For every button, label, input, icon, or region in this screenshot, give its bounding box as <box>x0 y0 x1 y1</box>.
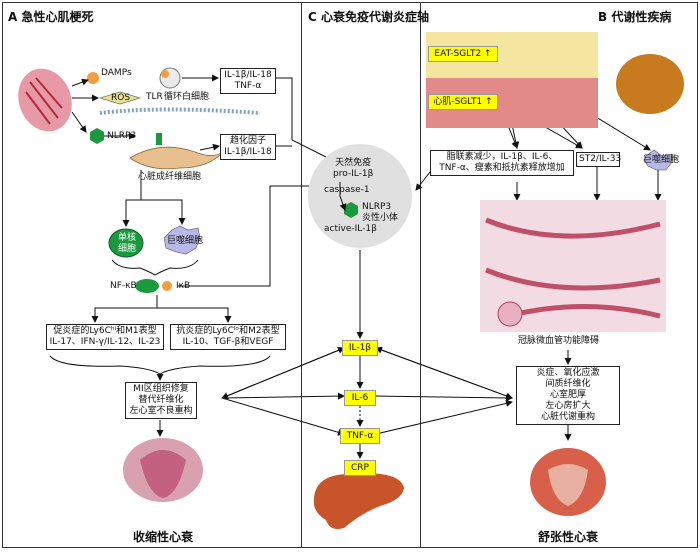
adipokine-box: 脂联素减少，IL-1β、IL-6、 TNF-α、瘦素和抵抗素释放增加 <box>430 150 574 176</box>
anti-inflammatory-box: 抗炎症的Ly6Cˡᵒ和M2表型 IL-10、TGF-β和VEGF <box>170 324 286 350</box>
microvascular-label: 冠脉微血管功能障碍 <box>518 336 600 346</box>
panel-c <box>302 2 420 548</box>
il6-box: IL-6 <box>344 390 376 406</box>
il1b-box: IL-1β <box>342 340 378 356</box>
caspase-label: caspase-1 <box>324 185 370 195</box>
circ-wbc-label: 循环白细胞 <box>164 92 210 102</box>
macrophage-label: 巨噬细胞 <box>167 236 204 246</box>
active-il1b-label: active-IL-1β <box>324 224 377 234</box>
chemokine-box: 趋化因子 IL-1β/IL-18 <box>220 134 276 160</box>
nlrp3-label: NLRP3 <box>107 131 137 141</box>
nlrp3-body-label: NLRP3 炎性小体 <box>362 202 399 223</box>
panel-b-title: B 代谢性疾病 <box>598 10 672 24</box>
pro-inflammatory-box: 促炎症的Ly6Cʰⁱ和M1表型 IL-17、IFN-γ/IL-12、IL-23 <box>46 324 164 350</box>
heart-sglt1-box: 心肌-SGLT1 ↑ <box>428 94 498 110</box>
tlr-label: TLR <box>146 92 163 102</box>
macrophage-b-label: 巨噬细胞 <box>643 155 680 165</box>
fibroblast-label: 心脏成纤维细胞 <box>138 172 202 182</box>
eat-sglt2-box: EAT-SGLT2 ↑ <box>428 46 498 62</box>
systolic-hf-title: 收缩性心衰 <box>133 530 194 544</box>
nfkb-label: NF-κB <box>110 281 137 291</box>
ros-label: ROS <box>111 93 131 103</box>
st2-box: ST2/IL-33 <box>576 152 621 167</box>
damps-label: DAMPs <box>101 68 132 78</box>
panel-b <box>420 2 698 548</box>
diastolic-hf-title: 舒张性心衰 <box>538 530 599 544</box>
crp-box: CRP <box>344 460 376 476</box>
monocyte-label: 单核 细胞 <box>118 233 137 254</box>
ikb-label: IκB <box>176 281 191 291</box>
tnfa-box: TNF-α <box>340 428 380 444</box>
innate-label: 天然免疫 pro-IL-1β <box>333 158 374 179</box>
il-tnf-box: IL-1β/IL-18 TNF-α <box>220 68 276 94</box>
effects-box: 炎症、氧化应激 间质纤维化 心室肥厚 左心房扩大 心脏代谢重构 <box>516 366 620 425</box>
panel-a-title: A 急性心肌梗死 <box>8 10 94 24</box>
mi-repair-box: MI区组织修复 替代纤维化 左心室不良重构 <box>125 382 197 419</box>
panel-c-title: C 心衰免疫代谢炎症轴 <box>308 10 429 24</box>
